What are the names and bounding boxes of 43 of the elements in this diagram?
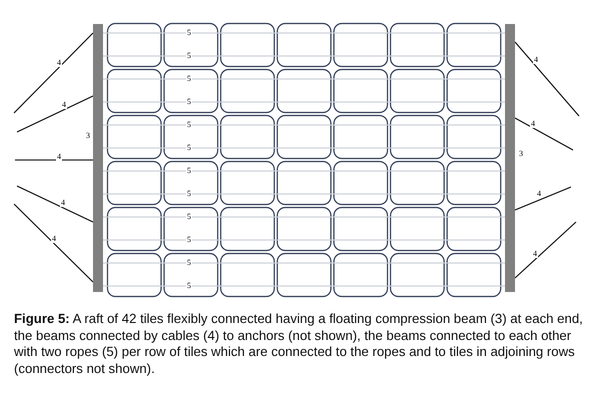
rope-line bbox=[103, 216, 505, 218]
cable-line bbox=[514, 222, 576, 278]
edge-label: 4 bbox=[532, 249, 538, 258]
rope-line bbox=[103, 55, 505, 57]
edge-label: 5 bbox=[186, 28, 192, 37]
figure-caption: Figure 5: A raft of 42 tiles flexibly connected having a floating compression beam (3) at each end, the beams connected by cables (4) to anchors (not shown), the beams connected to each other with two ropes (5) per row of tiles which are connected to the ropes and to tiles in adjoining rows (connectors not shown). bbox=[14, 311, 584, 377]
beam-bar bbox=[505, 24, 515, 292]
edge-label: 5 bbox=[186, 143, 192, 152]
edge-label: 4 bbox=[61, 100, 67, 109]
cable-line bbox=[14, 32, 94, 114]
cable-line bbox=[16, 96, 94, 132]
edge-label: 5 bbox=[186, 120, 192, 129]
cable-line bbox=[514, 42, 580, 116]
edge-label: 5 bbox=[186, 189, 192, 198]
edge-label: 4 bbox=[56, 58, 62, 67]
rope-line bbox=[103, 285, 505, 287]
cable-line bbox=[514, 186, 572, 210]
edge-label: 4 bbox=[533, 55, 539, 64]
rope-line bbox=[103, 262, 505, 264]
edge-label: 5 bbox=[186, 74, 192, 83]
edge-label: 5 bbox=[186, 51, 192, 60]
edge-label: 5 bbox=[186, 281, 192, 290]
edge-label: 4 bbox=[530, 119, 536, 128]
edge-label: 5 bbox=[186, 97, 192, 106]
cable-line bbox=[14, 204, 94, 282]
edge-label: 5 bbox=[186, 212, 192, 221]
edge-label: 5 bbox=[186, 166, 192, 175]
rope-line bbox=[103, 193, 505, 195]
part-number: 3 bbox=[85, 131, 91, 140]
rope-line bbox=[103, 124, 505, 126]
edge-label: 4 bbox=[536, 189, 542, 198]
rope-line bbox=[103, 32, 505, 34]
edge-label: 4 bbox=[60, 198, 66, 207]
edge-label: 4 bbox=[51, 234, 57, 243]
part-number: 3 bbox=[518, 149, 524, 158]
beam-bar bbox=[93, 24, 103, 292]
rope-line bbox=[103, 101, 505, 103]
edge-label: 5 bbox=[186, 258, 192, 267]
edge-label: 4 bbox=[56, 152, 62, 161]
cable-line bbox=[15, 159, 93, 161]
cable-line bbox=[514, 118, 574, 150]
edge-label: 5 bbox=[186, 235, 192, 244]
cable-line bbox=[16, 186, 94, 222]
